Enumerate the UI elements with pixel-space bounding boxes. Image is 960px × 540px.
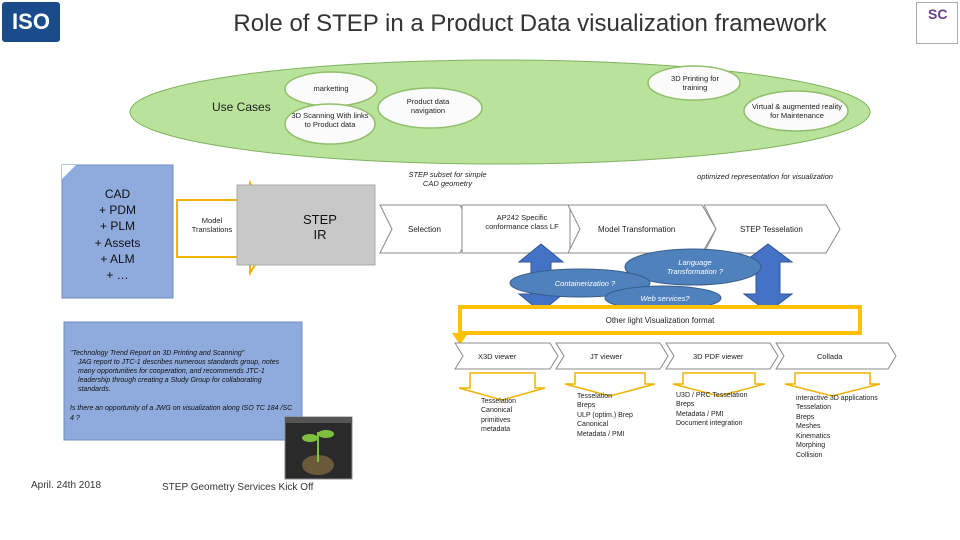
step-tesselation-label: STEP Tesselation <box>740 225 803 234</box>
language-cloud <box>624 248 762 286</box>
web-services-label: Web services? <box>640 294 690 303</box>
model-transformation-label: Model Transformation <box>598 225 676 234</box>
vr-cloud <box>743 90 849 132</box>
use-cases-label: Use Cases <box>212 100 271 114</box>
x3d-detail-arrow <box>458 372 546 401</box>
x3d-details: Tesselation Canonical primitives metadat… <box>481 398 517 434</box>
marketing-label: marketting <box>313 84 349 93</box>
quote-text: "Technology Trend Report on 3D Printing … <box>70 350 293 422</box>
step-tesselation-shape <box>703 204 841 254</box>
pdf-detail-arrow <box>672 372 766 397</box>
printing-cloud <box>647 65 741 101</box>
navigation-cloud <box>377 87 483 129</box>
right-double-arrow <box>742 243 794 313</box>
jt-viewer-label: JT viewer <box>590 352 622 361</box>
step-ir-box <box>236 184 376 266</box>
scanning-cloud <box>284 103 376 145</box>
formats-label: Other light Visualization format <box>605 316 715 325</box>
quote-box <box>63 321 303 441</box>
jt-details: Tesselation Breps ULP (optim.) Brep Cano… <box>577 393 633 438</box>
scanning-label: 3D Scanning With links to Product data <box>291 111 369 130</box>
translations-label: Model Translations <box>191 216 233 235</box>
navigation-label: Product data navigation <box>406 97 450 116</box>
iso-logo: ISO <box>2 2 60 42</box>
formats-banner <box>458 305 862 335</box>
footer-date: April. 24th 2018 <box>31 480 102 491</box>
page-title: Role of STEP in a Product Data visualiza… <box>233 10 827 37</box>
sc-logo <box>916 2 958 44</box>
collada-label: Collada <box>817 352 843 361</box>
pdf-viewer-label: 3D PDF viewer <box>693 352 744 361</box>
jt-shape <box>555 342 669 370</box>
pdf-details: U3D / PRC Tesselation Breps Metadata / P… <box>676 392 748 428</box>
collada-details: interactive 3D applications Tesselation … <box>796 395 878 459</box>
sc-logo-text: SC <box>928 6 948 22</box>
x3d-viewer-label: X3D viewer <box>478 352 517 361</box>
containerization-label: Containerization ? <box>554 279 616 288</box>
printing-label: 3D Printing for training <box>671 74 719 93</box>
optimized-label: optimized representation for visualizati… <box>697 172 833 181</box>
vr-label: Virtual & augmented reality for Maintena… <box>752 102 842 121</box>
cad-label: CAD + PDM + PLM + Assets + ALM + … <box>94 187 141 282</box>
step-ir-label: STEP IR <box>303 212 337 242</box>
pdf-shape <box>665 342 779 370</box>
selection-label: Selection <box>408 225 441 234</box>
footer-event: STEP Geometry Services Kick Off <box>162 482 314 493</box>
x3d-shape <box>454 342 559 370</box>
jt-detail-arrow <box>564 372 656 397</box>
selection-shape <box>379 204 473 254</box>
collada-detail-arrow <box>784 372 881 397</box>
collada-shape <box>775 342 897 370</box>
containerization-cloud <box>509 268 651 298</box>
ap242-box <box>461 204 571 254</box>
banner-left-tip <box>452 333 468 345</box>
language-label: Language Transformation ? <box>666 258 724 277</box>
subset-label: STEP subset for simple CAD geometry <box>408 170 487 189</box>
ap242-label: AP242 Specific conformance class LF <box>485 213 559 232</box>
